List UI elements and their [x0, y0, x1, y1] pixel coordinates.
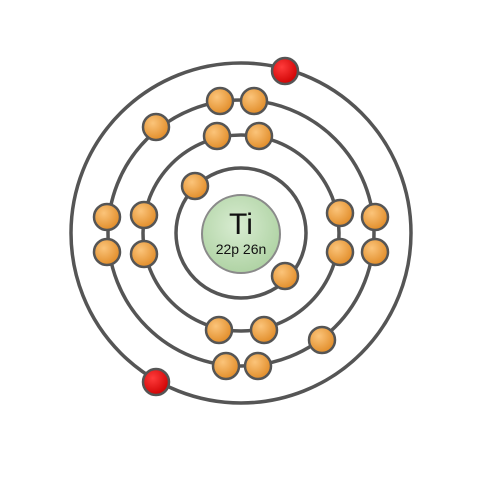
valence-electron — [270, 56, 300, 86]
electron-shell-3 — [141, 112, 171, 142]
electron-shell-3 — [360, 202, 390, 232]
electron-shell-2 — [202, 121, 232, 151]
element-symbol: Ti — [229, 208, 253, 241]
electron-shell-1 — [180, 171, 210, 201]
valence-electron — [141, 367, 171, 397]
nucleus-circle — [201, 194, 281, 274]
electron-shell-3 — [92, 202, 122, 232]
electron-shell-2 — [325, 237, 355, 267]
electron-shell-2 — [129, 200, 159, 230]
electron-shell-3 — [360, 237, 390, 267]
shell-4 — [69, 61, 413, 405]
electron-shell-3 — [243, 351, 273, 381]
shell-2 — [141, 133, 341, 333]
electron-shell-1 — [270, 261, 300, 291]
electron-shell-3 — [307, 325, 337, 355]
electron-shell-3 — [205, 86, 235, 116]
shell-1 — [174, 166, 308, 300]
electron-shell-2 — [204, 315, 234, 345]
electron-shell-2 — [244, 121, 274, 151]
electron-shell-2 — [129, 239, 159, 269]
electron-shell-2 — [325, 198, 355, 228]
electron-shell-3 — [239, 86, 269, 116]
nucleus: Ti 22p 26n — [201, 194, 281, 274]
electrons — [92, 56, 390, 397]
nucleus-composition: 22p 26n — [216, 241, 267, 257]
electron-shell-3 — [211, 351, 241, 381]
electron-shell-2 — [249, 315, 279, 345]
electron-shells — [69, 61, 413, 405]
electron-shell-3 — [92, 237, 122, 267]
